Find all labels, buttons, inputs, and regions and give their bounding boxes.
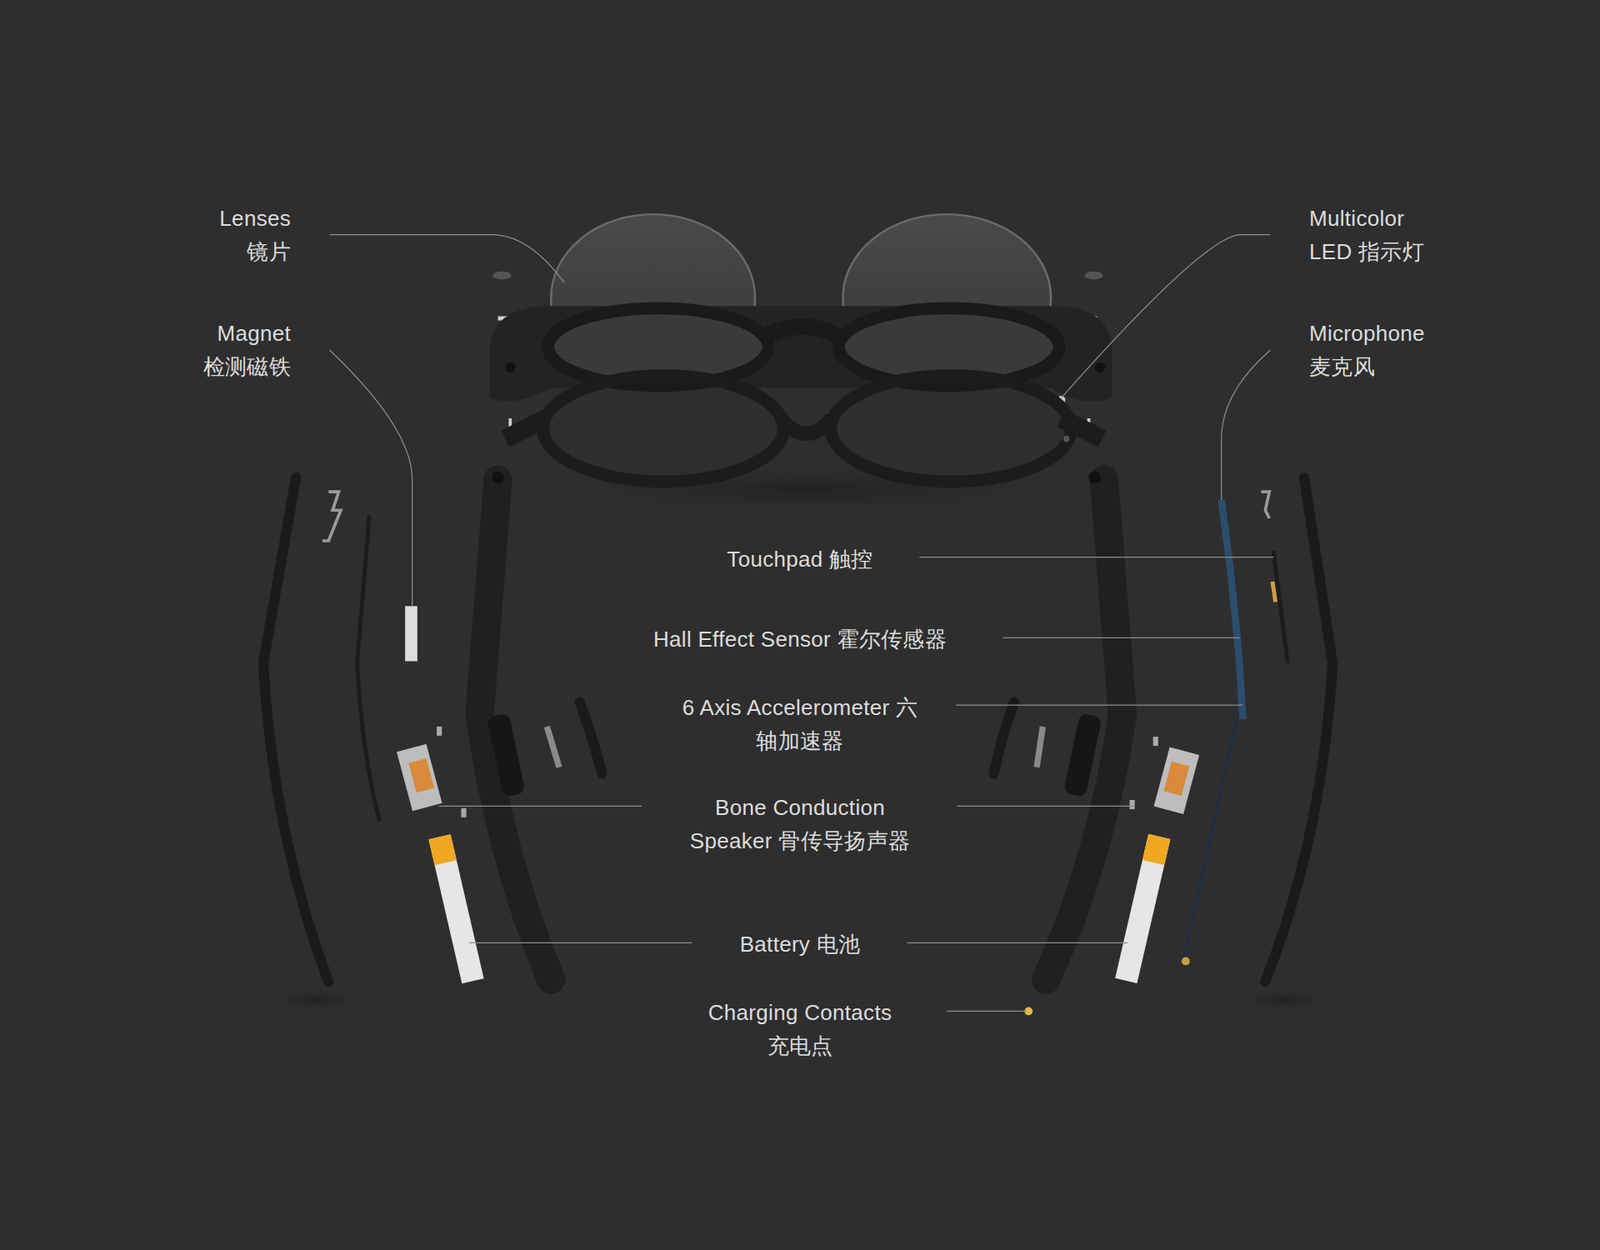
lower-frame	[505, 375, 1102, 482]
leader-lines	[330, 235, 1275, 1012]
callout-label: Microphone 麦克风	[1309, 316, 1443, 384]
batteries	[428, 834, 1170, 984]
magnet	[405, 605, 418, 661]
circuit-board	[1221, 500, 1244, 720]
callout-label: Multicolor LED 指示灯	[1309, 201, 1435, 269]
callout-label: 6 Axis Accelerometer 六轴加速器	[679, 690, 921, 758]
callout-label: Magnet 检测磁铁	[195, 316, 291, 384]
callout-label: Hall Effect Sensor 霍尔传感器	[633, 622, 967, 656]
callout-label: Battery 电池	[633, 927, 967, 961]
temple-covers	[263, 477, 1333, 982]
temple-arms	[480, 471, 1123, 980]
callout-label: Bone Conduction Speaker 骨传导扬声器	[685, 790, 915, 858]
callout-label: Lenses 镜片	[195, 201, 291, 269]
callout-label: Touchpad 触控	[633, 542, 967, 576]
callout-label: Charging Contacts 充电点	[700, 995, 900, 1063]
